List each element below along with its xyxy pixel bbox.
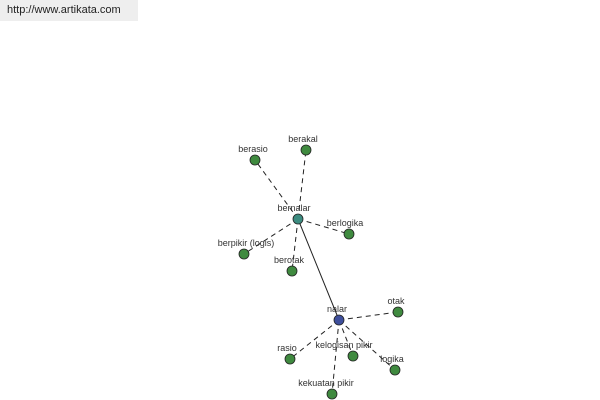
node-berpikir-logis[interactable]: berpikir (logis) [218,238,275,260]
node-dot-otak[interactable] [392,306,404,318]
node-nalar[interactable]: nalar [327,304,347,326]
node-kekuatan-pikir[interactable]: kekuatan pikir [298,378,354,400]
edge-nalar-otak [338,311,399,321]
node-label-rasio[interactable]: rasio [277,343,297,353]
node-bernalar[interactable]: bernalar [277,203,311,225]
node-berakal[interactable]: berakal [288,134,318,156]
edges-layer [243,149,399,395]
edge-nalar-rasio [289,319,340,360]
node-dot-berlogika[interactable] [343,228,355,240]
node-otak[interactable]: otak [387,296,405,318]
node-dot-logika[interactable] [389,364,401,376]
node-label-otak[interactable]: otak [387,296,405,306]
node-dot-rasio[interactable] [284,353,296,365]
node-berlogika[interactable]: berlogika [327,218,364,240]
nodes-layer: nalar bernalar berasio berakal berlogika berp… [218,134,405,400]
node-berasio[interactable]: berasio [238,144,268,166]
node-label-logika[interactable]: logika [380,354,404,364]
node-dot-bernalar[interactable] [292,213,304,225]
node-label-kelogisan-pikir[interactable]: kelogisan pikir [315,340,372,350]
node-label-berotak[interactable]: berotak [274,255,305,265]
node-label-berakal[interactable]: berakal [288,134,318,144]
node-logika[interactable]: logika [380,354,404,376]
node-label-berasio[interactable]: berasio [238,144,268,154]
edge-nalar-kekuatan-pikir [331,319,340,395]
node-dot-nalar[interactable] [333,314,345,326]
node-dot-kekuatan-pikir[interactable] [326,388,338,400]
edge-nalar-logika [338,319,396,371]
node-label-berlogika[interactable]: berlogika [327,218,364,228]
node-label-berpikir-logis[interactable]: berpikir (logis) [218,238,275,248]
node-dot-berakal[interactable] [300,144,312,156]
node-kelogisan-pikir[interactable]: kelogisan pikir [315,340,373,362]
node-label-bernalar[interactable]: bernalar [277,203,310,213]
edge-nalar-kelogisan-pikir [338,319,354,357]
node-berotak[interactable]: berotak [274,255,305,277]
node-dot-kelogisan-pikir[interactable] [347,350,359,362]
node-rasio[interactable]: rasio [277,343,297,365]
edge-bernalar-nalar [297,218,340,321]
edge-bernalar-berasio [254,159,299,220]
node-label-nalar[interactable]: nalar [327,304,347,314]
node-label-kekuatan-pikir[interactable]: kekuatan pikir [298,378,354,388]
site-url[interactable]: http://www.artikata.com [0,0,138,21]
node-dot-berasio[interactable] [249,154,261,166]
edge-bernalar-berakal [297,149,307,220]
edge-bernalar-berpikir-logis [243,218,299,255]
node-dot-berotak[interactable] [286,265,298,277]
node-dot-berpikir-logis[interactable] [238,248,250,260]
